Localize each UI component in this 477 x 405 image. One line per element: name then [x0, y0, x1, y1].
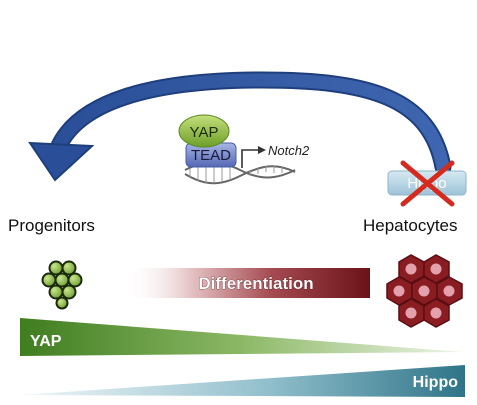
differentiation-bar: Differentiation — [125, 268, 370, 298]
tead-protein: TEAD — [185, 142, 237, 168]
hippo-gradient-wedge: Hippo — [20, 365, 465, 397]
hepatocyte-cells — [386, 254, 463, 328]
hippo-gradient-label: Hippo — [413, 374, 459, 391]
hepatocytes-label: Hepatocytes — [363, 216, 458, 235]
curved-arrow-icon — [28, 71, 452, 182]
yap-protein: YAP — [178, 114, 230, 148]
red-x-icon — [400, 160, 455, 207]
yap-gradient-label: YAP — [30, 333, 62, 350]
hippo-inhibited: Hippo — [387, 160, 467, 207]
progenitor-cells — [41, 260, 83, 310]
yap-label: YAP — [190, 124, 219, 141]
differentiation-label: Differentiation — [198, 274, 313, 293]
bent-arrow-icon — [241, 146, 266, 168]
target-gene-label: Notch2 — [268, 143, 310, 158]
tead-label: TEAD — [191, 147, 231, 164]
progenitors-label: Progenitors — [8, 216, 95, 235]
yap-gradient-wedge: YAP — [20, 318, 463, 356]
